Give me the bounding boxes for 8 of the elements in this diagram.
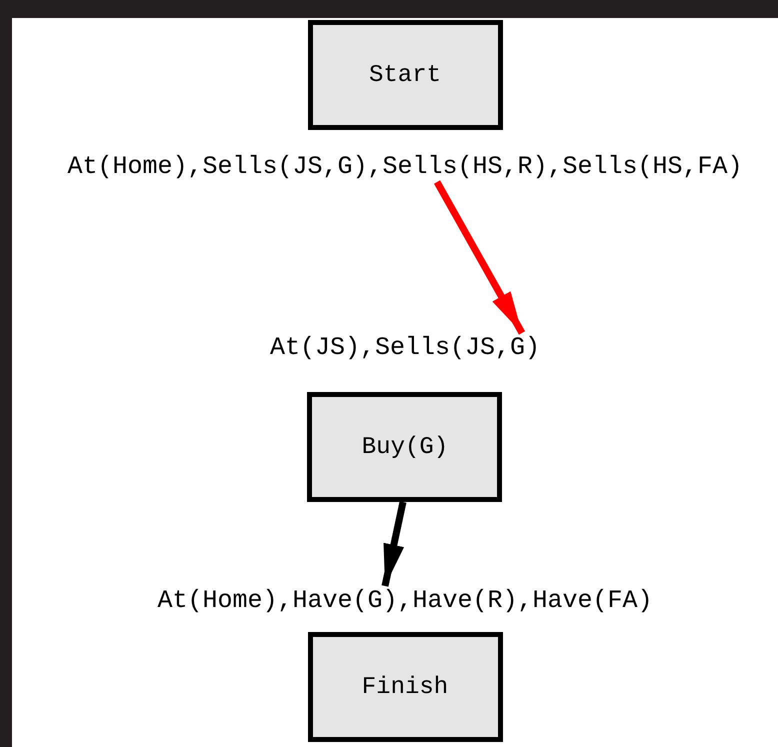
box-label: Buy(G) [362, 434, 448, 460]
box-label: Finish [362, 674, 448, 700]
arrow [382, 501, 406, 587]
condition-text: At(Home),Have(G),Have(R),Have(FA) [157, 586, 653, 616]
condition-text: At(JS),Sells(JS,G) [270, 333, 540, 363]
arrow [434, 180, 526, 335]
box-label: Start [368, 62, 441, 88]
condition-text: At(Home),Sells(JS,G),Sells(HS,R),Sells(HS,FA) [67, 152, 743, 182]
